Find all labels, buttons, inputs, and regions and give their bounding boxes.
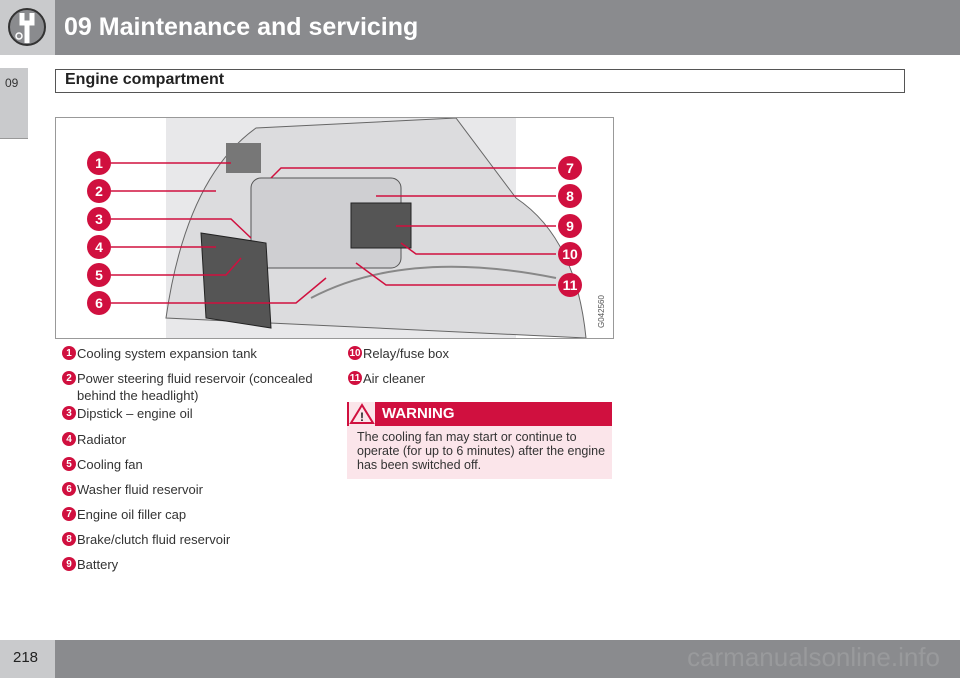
callout-1: 1 [87,151,111,175]
warning-header: ! [347,402,612,426]
legend-marker: 9 [62,557,76,571]
legend-text: Air cleaner [363,371,426,386]
footer-page-box [0,640,55,678]
legend-text: Engine oil filler cap [77,507,187,522]
legend-marker: 7 [62,507,76,521]
legend-text: Cooling system expansion tank [77,346,257,361]
chapter-tab-label: 09 [5,76,19,90]
callout-8: 8 [558,184,582,208]
warning-triangle-icon: ! [349,402,375,426]
chapter-tab[interactable]: 09 [0,68,28,139]
engine-compartment-figure: G042560 1 2 3 4 5 6 7 8 9 10 11 [55,117,614,339]
svg-text:!: ! [360,410,364,424]
legend-text: Power steering fluid reservoir (conceale… [77,371,313,403]
legend-marker: 2 [62,371,76,385]
legend-text: Radiator [77,432,127,447]
wrench-icon [8,8,46,46]
chapter-title: 09 Maintenance and servicing [64,13,419,41]
legend-marker: 1 [62,346,76,360]
legend-text: Brake/clutch fluid reservoir [77,532,231,547]
section-title-box [55,69,905,93]
legend-marker: 6 [62,482,76,496]
warning-text: The cooling fan may start or continue to… [357,430,606,472]
header-bar [55,0,960,55]
callout-7: 7 [558,156,582,180]
legend-marker: 11 [348,371,362,385]
legend-marker: 8 [62,532,76,546]
watermark: carmanualsonline.info [687,642,940,672]
legend-marker: 10 [348,346,362,360]
callout-9: 9 [558,214,582,238]
callout-6: 6 [87,291,111,315]
legend-marker: 5 [62,457,76,471]
engine-illustration: G042560 [111,118,606,338]
callout-3: 3 [87,207,111,231]
legend-text: Relay/fuse box [363,346,449,361]
legend-text: Washer fluid reservoir [77,482,203,497]
callout-11: 11 [558,273,582,297]
legend-text: Battery [77,557,119,572]
legend-marker: 3 [62,406,76,420]
section-title: Engine compartment [65,71,225,88]
callout-10: 10 [558,242,582,266]
warning-title: WARNING [382,405,455,422]
callout-2: 2 [87,179,111,203]
callout-5: 5 [87,263,111,287]
footer-bar [55,640,960,678]
legend-text: Cooling fan [77,457,143,472]
chapter-icon-box [0,0,55,55]
legend-text: Dipstick – engine oil [77,406,193,421]
legend-marker: 4 [62,432,76,446]
callout-4: 4 [87,235,111,259]
figure-code: G042560 [597,295,606,328]
page-number: 218 [13,649,39,666]
